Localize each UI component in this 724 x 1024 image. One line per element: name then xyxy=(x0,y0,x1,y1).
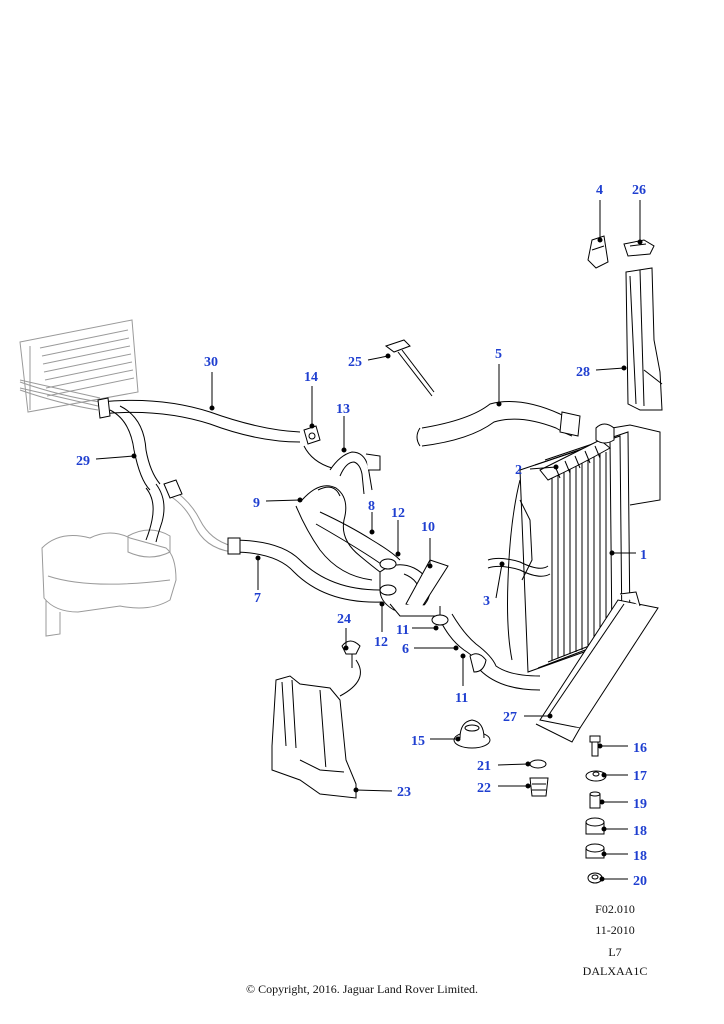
retainer-24 xyxy=(339,640,361,697)
hose-7 xyxy=(227,537,383,603)
callout-18a[interactable]: 18 xyxy=(633,824,647,839)
hose-9 xyxy=(295,485,381,581)
bracket-23 xyxy=(271,675,357,799)
copyright-notice: © Copyright, 2016. Jaguar Land Rover Lim… xyxy=(245,982,479,996)
spacer-19 xyxy=(589,791,601,809)
hose-5 xyxy=(416,401,581,447)
callout-13[interactable]: 13 xyxy=(336,402,350,417)
bush-18b xyxy=(585,843,605,859)
heater-core-ghost xyxy=(19,319,139,413)
callout-28[interactable]: 28 xyxy=(576,365,590,380)
figure-code: F02.010 xyxy=(595,902,635,916)
callout-8[interactable]: 8 xyxy=(368,499,375,514)
callout-12a[interactable]: 12 xyxy=(391,506,405,521)
hose-13 xyxy=(303,445,381,495)
connector-14 xyxy=(303,425,321,445)
radiator-shroud xyxy=(487,479,551,661)
callout-18b[interactable]: 18 xyxy=(633,849,647,864)
plug-22 xyxy=(529,777,549,797)
leader-lines xyxy=(95,200,643,882)
callout-labels: 1 2 3 4 5 6 7 8 9 10 11 11 12 12 13 14 1… xyxy=(76,183,647,889)
side-bracket xyxy=(625,267,663,411)
callout-25[interactable]: 25 xyxy=(348,355,362,370)
callout-22[interactable]: 22 xyxy=(477,781,491,796)
bleed-pipe-25 xyxy=(384,339,435,397)
callout-16[interactable]: 16 xyxy=(633,741,647,756)
callout-11a[interactable]: 11 xyxy=(396,623,409,638)
washer-17 xyxy=(585,770,607,782)
callout-1[interactable]: 1 xyxy=(640,548,647,563)
clip-26 xyxy=(623,239,655,257)
callout-27[interactable]: 27 xyxy=(503,710,517,725)
callout-19[interactable]: 19 xyxy=(633,797,647,812)
lower-support xyxy=(535,591,659,743)
callout-5[interactable]: 5 xyxy=(495,347,502,362)
callout-26[interactable]: 26 xyxy=(632,183,646,198)
figure-level: L7 xyxy=(608,945,622,959)
figure-catalogue-code: DALXAA1C xyxy=(582,964,648,978)
callout-4[interactable]: 4 xyxy=(596,183,603,198)
callout-24[interactable]: 24 xyxy=(337,612,351,627)
callout-11b[interactable]: 11 xyxy=(455,691,468,706)
callout-7[interactable]: 7 xyxy=(254,591,261,606)
callout-15[interactable]: 15 xyxy=(411,734,425,749)
callout-2[interactable]: 2 xyxy=(515,463,522,478)
clamps-12 xyxy=(379,558,449,626)
hose-6 xyxy=(439,613,541,691)
callout-14[interactable]: 14 xyxy=(304,370,318,385)
hose-29 xyxy=(109,405,183,543)
clip-4 xyxy=(587,235,609,269)
hose-30 xyxy=(97,397,301,443)
callout-23[interactable]: 23 xyxy=(397,785,411,800)
bolt-16 xyxy=(589,735,601,757)
thermostat-housing xyxy=(379,559,449,617)
callout-20[interactable]: 20 xyxy=(633,874,647,889)
callout-17[interactable]: 17 xyxy=(633,769,647,784)
callout-30[interactable]: 30 xyxy=(204,355,218,370)
bush-18a xyxy=(585,817,605,835)
o-ring-21 xyxy=(529,759,547,769)
callout-9[interactable]: 9 xyxy=(253,496,260,511)
figure-date: 11-2010 xyxy=(595,923,635,937)
mount-15 xyxy=(453,719,491,749)
callout-10[interactable]: 10 xyxy=(421,520,435,535)
callout-12b[interactable]: 12 xyxy=(374,635,388,650)
callout-6[interactable]: 6 xyxy=(402,642,409,657)
callout-3[interactable]: 3 xyxy=(483,594,490,609)
callout-29[interactable]: 29 xyxy=(76,454,90,469)
expansion-tank-ghost xyxy=(41,529,177,637)
ghost-hose xyxy=(19,381,233,553)
callout-21[interactable]: 21 xyxy=(477,759,491,774)
